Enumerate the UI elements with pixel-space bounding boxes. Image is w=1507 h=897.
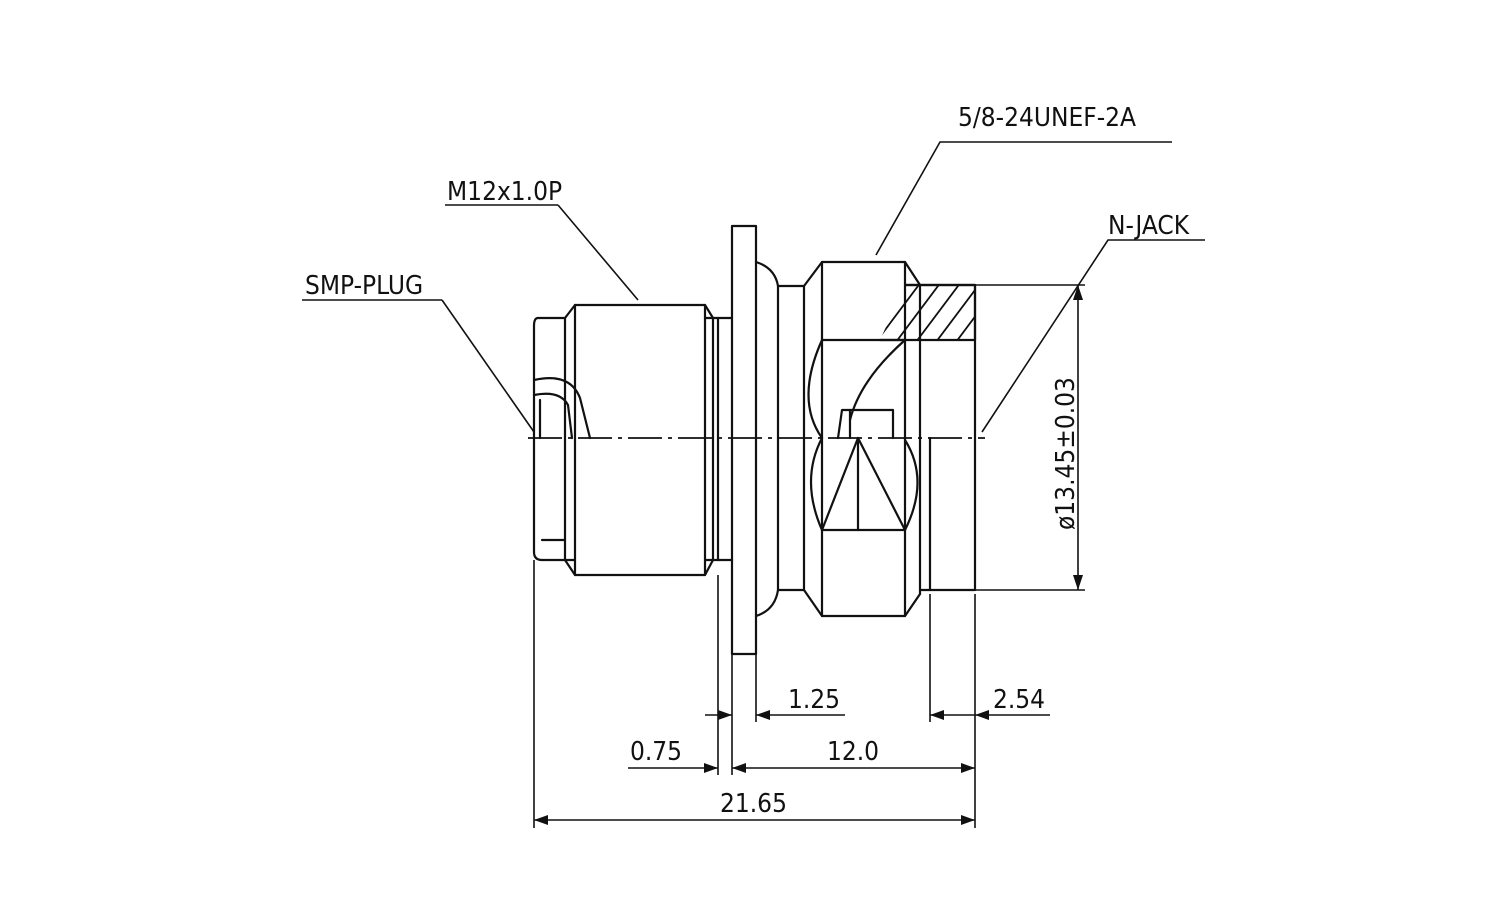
n-jack-label: N-JACK bbox=[1108, 211, 1190, 241]
dim-21-65-label: 21.65 bbox=[720, 789, 787, 819]
smp-plug-label: SMP-PLUG bbox=[305, 271, 423, 301]
m12-thread-nut bbox=[563, 303, 720, 577]
thread-right-label: 5/8-24UNEF-2A bbox=[958, 103, 1136, 133]
leader-lines bbox=[302, 141, 1205, 433]
smp-plug-body bbox=[532, 316, 592, 562]
diameter-label: ø13.45±0.03 bbox=[1051, 377, 1081, 530]
dim-0-75-label: 0.75 bbox=[630, 737, 682, 767]
dim-1-25-label: 1.25 bbox=[788, 685, 840, 715]
hatch-pattern bbox=[880, 285, 975, 340]
dimension-lines bbox=[533, 284, 1085, 828]
dim-12-0-label: 12.0 bbox=[827, 737, 879, 767]
thread-left-label: M12x1.0P bbox=[447, 177, 562, 207]
dim-2-54-label: 2.54 bbox=[993, 685, 1045, 715]
flange bbox=[716, 224, 758, 656]
n-jack-body bbox=[754, 260, 977, 618]
